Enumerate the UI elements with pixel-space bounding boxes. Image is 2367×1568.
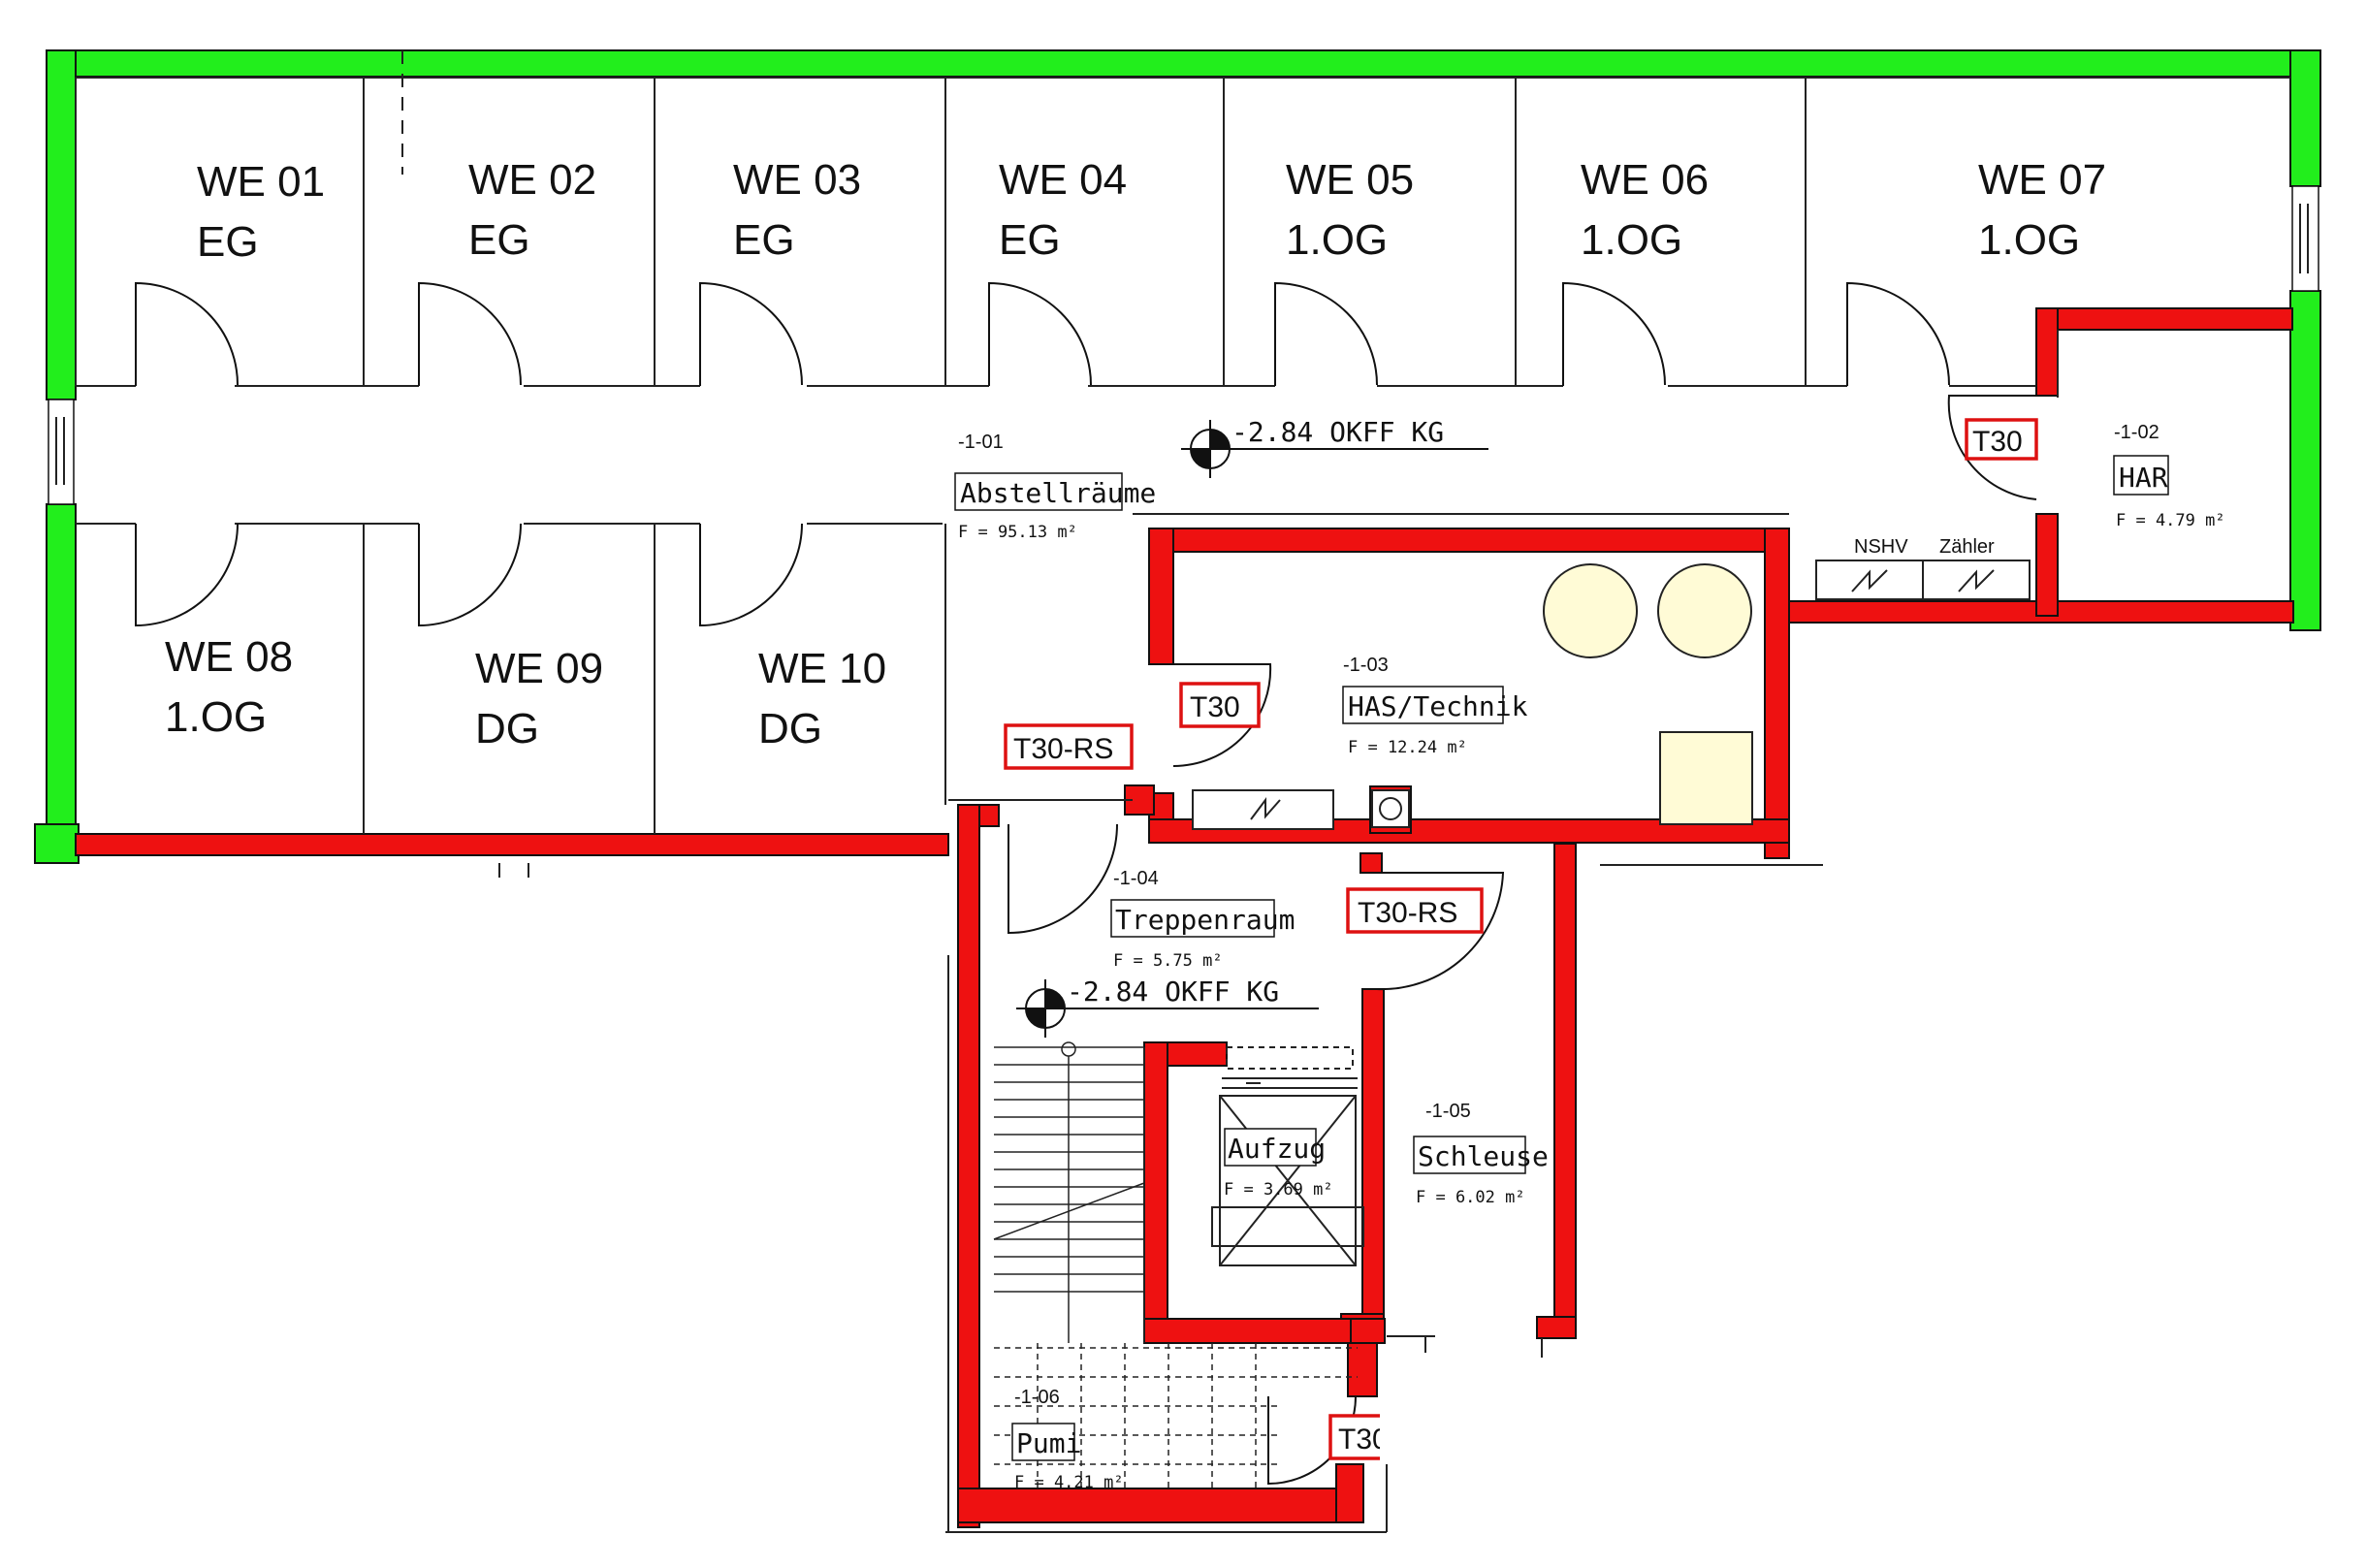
unit-name: WE 06	[1581, 156, 1709, 204]
level-marker-corridor: -2.84 OKFF KG	[1181, 416, 1488, 478]
room-name: Schleuse	[1418, 1140, 1549, 1172]
room-id: -1-03	[1343, 655, 1389, 676]
unit-name: WE 10	[758, 645, 886, 692]
tank-icon	[1543, 563, 1638, 658]
meter-label-nshv: NSHV	[1854, 536, 1908, 558]
level-label: -2.84 OKFF KG	[1231, 416, 1444, 448]
room-name: Abstellräume	[960, 477, 1156, 509]
room-name: Treppenraum	[1115, 904, 1295, 936]
door-ratings: T30 T30 T30-RS T30-RS T30	[1004, 418, 2038, 1464]
boiler-icon	[1659, 731, 1753, 825]
level-marker-stair: -2.84 OKFF KG	[1016, 976, 1319, 1038]
room-pumi: -1-06 Pumi F = 4.21 m²	[1011, 1387, 1124, 1492]
room-area: F = 12.24 m²	[1348, 738, 1467, 757]
room-area: F = 3.69 m²	[1224, 1180, 1333, 1200]
fire-walls	[75, 307, 2294, 1528]
unit-floor: DG	[475, 705, 539, 752]
unit-floor: EG	[468, 216, 530, 264]
room-abstellraeume: -1-01 Abstellräume F = 95.13 m²	[954, 432, 1156, 542]
room-id: -1-05	[1425, 1101, 1471, 1122]
unit-floor: DG	[758, 705, 822, 752]
unit-name: WE 03	[733, 156, 861, 204]
meter-label-zaehler: Zähler	[1939, 536, 1995, 558]
room-area: F = 4.79 m²	[2116, 511, 2225, 530]
door-rating: T30	[1972, 426, 2023, 458]
room-aufzug: Aufzug F = 3.69 m²	[1224, 1128, 1333, 1200]
unit-floor: 1.OG	[165, 693, 267, 741]
elevator-cabin	[1211, 1046, 1364, 1266]
room-area: F = 4.21 m²	[1014, 1473, 1124, 1492]
room-name: HAR	[2119, 462, 2168, 494]
windows	[48, 50, 2319, 505]
room-area: F = 5.75 m²	[1113, 951, 1223, 971]
door-rating: T30-RS	[1013, 733, 1113, 765]
room-name: Aufzug	[1228, 1133, 1326, 1165]
unit-name: WE 09	[475, 645, 603, 692]
level-label: -2.84 OKFF KG	[1067, 976, 1279, 1008]
room-schleuse: -1-05 Schleuse F = 6.02 m²	[1413, 1101, 1549, 1207]
unit-name: WE 01	[197, 158, 325, 206]
partitions	[75, 77, 2290, 1533]
unit-name: WE 04	[999, 156, 1127, 204]
unit-name: WE 08	[165, 633, 293, 681]
unit-floor: EG	[999, 216, 1061, 264]
unit-floor: EG	[197, 218, 259, 266]
unit-floor: 1.OG	[1581, 216, 1682, 264]
room-treppenraum: -1-04 Treppenraum F = 5.75 m²	[1110, 868, 1295, 971]
room-har: -1-02 HAR F = 4.79 m²	[2113, 422, 2225, 530]
door-rating: T30-RS	[1358, 897, 1457, 929]
room-id: -1-02	[2114, 422, 2159, 443]
unit-floor: 1.OG	[1978, 216, 2080, 264]
door-swings	[135, 281, 2037, 1486]
unit-floor: 1.OG	[1286, 216, 1388, 264]
room-area: F = 6.02 m²	[1416, 1188, 1525, 1207]
room-has-technik: -1-03 HAS/Technik F = 12.24 m²	[1342, 655, 1528, 757]
unit-labels: WE 01 EG WE 02 EG WE 03 EG WE 04 EG WE 0…	[165, 156, 2106, 752]
door-rating: T30	[1190, 691, 1240, 723]
unit-name: WE 02	[468, 156, 596, 204]
room-id: -1-01	[958, 432, 1004, 453]
unit-floor: EG	[733, 216, 795, 264]
chimney-icon	[1371, 789, 1410, 828]
room-name: HAS/Technik	[1348, 690, 1528, 722]
staircase	[993, 1041, 1358, 1488]
distribution-panel-icon	[1192, 789, 1334, 830]
unit-name: WE 07	[1978, 156, 2106, 204]
room-area: F = 95.13 m²	[958, 523, 1077, 542]
room-name: Pumi	[1016, 1427, 1081, 1459]
room-id: -1-06	[1014, 1387, 1060, 1408]
meter-boxes: NSHV Zähler	[1815, 536, 2031, 600]
room-id: -1-04	[1113, 868, 1159, 889]
technical-equipment	[1192, 563, 1753, 830]
tank-icon	[1657, 563, 1752, 658]
unit-name: WE 05	[1286, 156, 1414, 204]
